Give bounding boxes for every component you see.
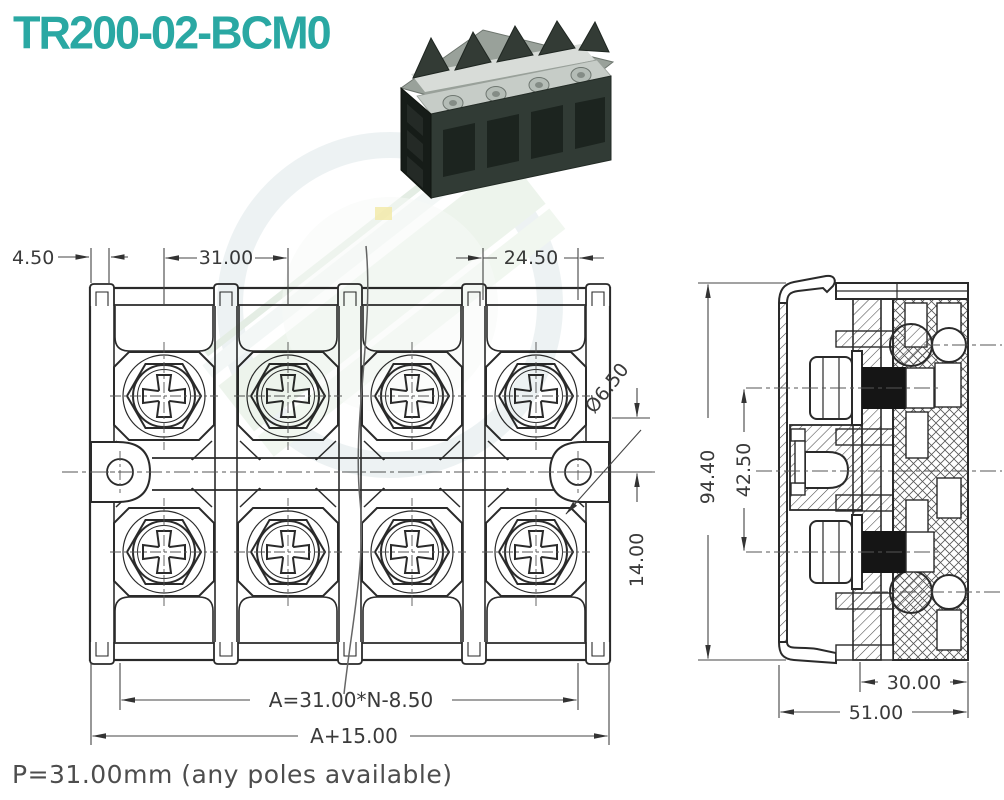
side-view (746, 274, 1002, 665)
dim-height: 94.40 (697, 450, 719, 504)
bottom-foot (777, 641, 837, 665)
pitch-note: P=31.00mm (any poles available) (12, 760, 453, 789)
side-centerlines (746, 344, 1002, 593)
side-view-dim-labels: 94.40 42.50 30.00 51.00 (697, 443, 941, 724)
dim-wall-offset: 4.50 (12, 247, 54, 269)
front-view (62, 245, 655, 695)
dim-hole-offset: 14.00 (626, 533, 648, 587)
end-slots (407, 104, 423, 188)
product-photo (399, 20, 615, 200)
dim-span-formula: A=31.00*N-8.50 (269, 688, 433, 712)
barrier-fins (412, 20, 610, 79)
dim-overall-formula: A+15.00 (310, 724, 398, 748)
dim-screw-spacing: 42.50 (733, 443, 755, 497)
dim-pitch: 31.00 (199, 247, 253, 269)
side-view-dimensions (698, 282, 969, 718)
photo-screws (442, 67, 592, 111)
dim-depth-inner: 30.00 (887, 672, 941, 694)
dim-end-span: 24.50 (504, 247, 558, 269)
part-number-title: TR200-02-BCM0 (13, 6, 332, 60)
dim-depth-overall: 51.00 (849, 702, 903, 724)
top-hook (777, 274, 836, 304)
